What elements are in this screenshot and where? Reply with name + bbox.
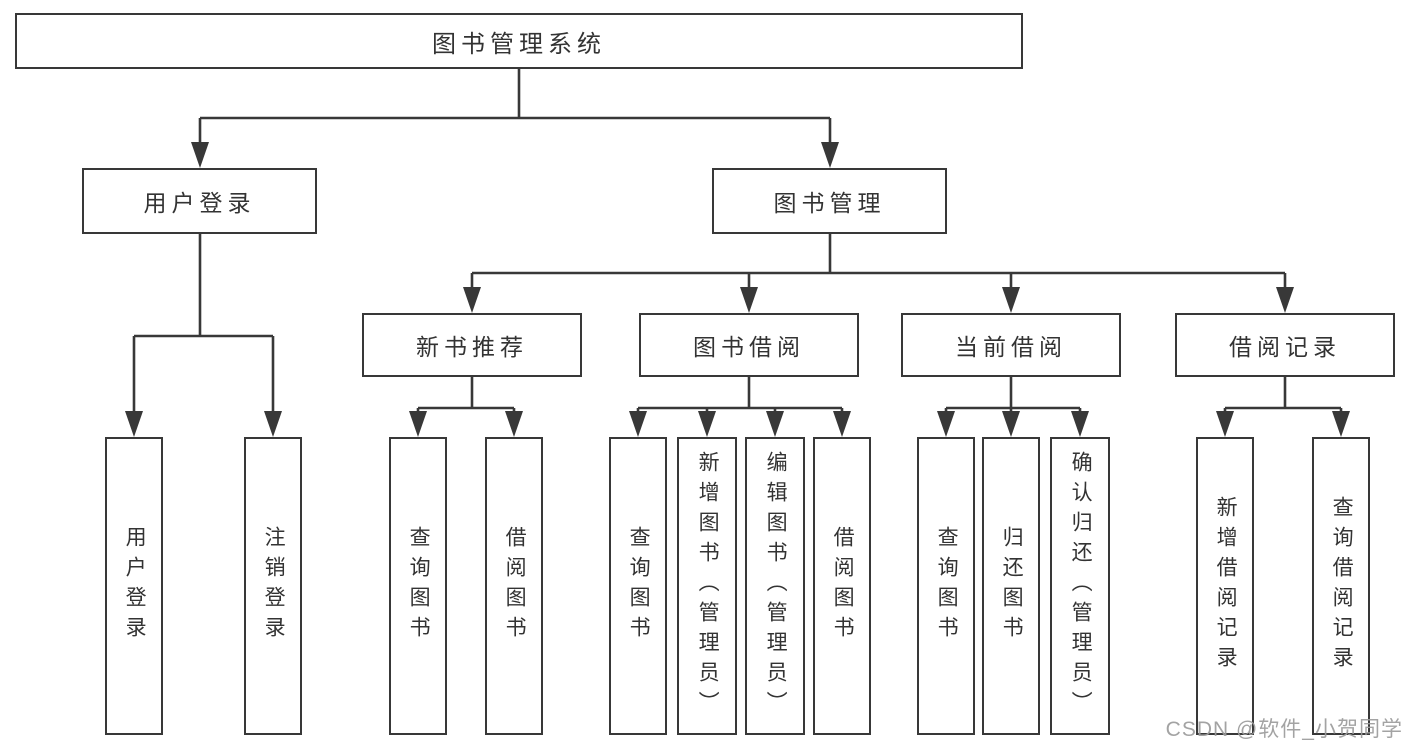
node-library-management-system: 图书管理系统 (15, 13, 1023, 69)
leaf-current-query-books: 查询图书 (917, 437, 975, 735)
node-label: 查询图书 (627, 526, 651, 646)
leaf-recommend-borrow-books: 借阅图书 (485, 437, 543, 735)
node-user-login: 用户登录 (82, 168, 317, 234)
node-book-management: 图书管理 (712, 168, 947, 234)
node-label: 查询借阅记录 (1330, 496, 1354, 676)
node-label: 注销登录 (262, 526, 286, 646)
node-label: 新书推荐 (416, 334, 528, 360)
node-label: 用户登录 (143, 190, 256, 216)
leaf-borrowing-query-books: 查询图书 (609, 437, 667, 735)
node-new-book-recommend: 新书推荐 (362, 313, 582, 377)
leaf-logout: 注销登录 (244, 437, 302, 735)
node-label: 借阅记录 (1229, 334, 1341, 360)
node-label: 借阅图书 (831, 526, 855, 646)
node-label: 查询图书 (407, 526, 431, 646)
node-label: 图书管理 (773, 190, 886, 216)
node-label: 图书管理系统 (432, 30, 606, 58)
csdn-watermark: CSDN @软件_小贺同学 (1165, 718, 1403, 741)
node-label: 编辑图书（管理员） (764, 451, 788, 721)
node-current-borrowing: 当前借阅 (901, 313, 1121, 377)
node-label: 新增借阅记录 (1214, 496, 1238, 676)
leaf-borrowing-edit-books-admin: 编辑图书（管理员） (745, 437, 805, 735)
leaf-current-return-books: 归还图书 (982, 437, 1040, 735)
node-book-borrowing: 图书借阅 (639, 313, 859, 377)
node-label: 归还图书 (1000, 526, 1024, 646)
node-label: 用户登录 (123, 526, 147, 646)
node-label: 新增图书（管理员） (696, 451, 720, 721)
node-label: 借阅图书 (503, 526, 527, 646)
leaf-records-add-record: 新增借阅记录 (1196, 437, 1254, 735)
leaf-borrowing-add-books-admin: 新增图书（管理员） (677, 437, 737, 735)
leaf-user-login: 用户登录 (105, 437, 163, 735)
leaf-recommend-query-books: 查询图书 (389, 437, 447, 735)
leaf-records-query-record: 查询借阅记录 (1312, 437, 1370, 735)
node-label: 确认归还（管理员） (1069, 451, 1093, 721)
node-label: 当前借阅 (955, 334, 1067, 360)
node-borrowing-records: 借阅记录 (1175, 313, 1395, 377)
leaf-current-confirm-return-admin: 确认归还（管理员） (1050, 437, 1110, 735)
node-label: 查询图书 (935, 526, 959, 646)
leaf-borrowing-borrow-books: 借阅图书 (813, 437, 871, 735)
node-label: 图书借阅 (693, 334, 805, 360)
